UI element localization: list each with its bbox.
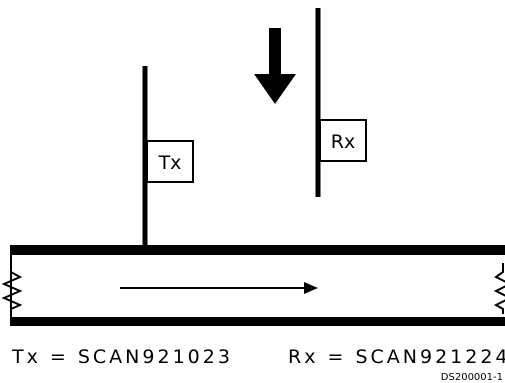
rx-label-box xyxy=(319,119,367,162)
rx-label: Rx xyxy=(331,131,355,153)
bus-top-conductor xyxy=(10,245,505,255)
left-termination-resistor-icon xyxy=(1,263,23,314)
figure-id: DS200001-1 xyxy=(441,372,503,383)
tx-label-box xyxy=(146,140,194,183)
tx-label: Tx xyxy=(158,152,182,174)
right-termination-resistor-icon xyxy=(493,263,505,314)
down-arrow-icon xyxy=(254,28,296,104)
signal-direction-arrow-icon xyxy=(120,282,318,294)
caption-tx: Tx = SCAN921023 xyxy=(11,346,233,368)
bus-bottom-conductor xyxy=(10,317,505,326)
caption-rx: Rx = SCAN921224 xyxy=(288,346,505,368)
